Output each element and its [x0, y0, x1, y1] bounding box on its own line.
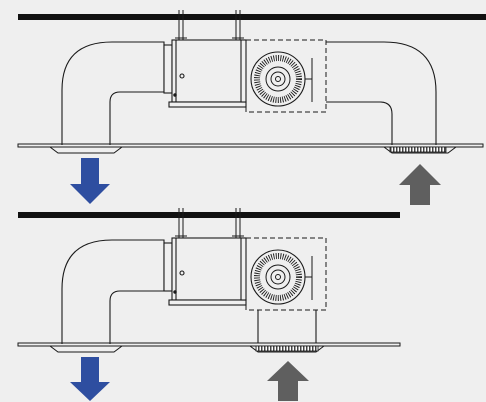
- ceiling-slab: [18, 212, 400, 218]
- arrow-down-icon: [70, 158, 110, 204]
- blower-fan-icon: [250, 249, 313, 305]
- indoor-unit-body: [163, 237, 247, 306]
- arrow-down-icon: [70, 357, 110, 401]
- indoor-unit-body: [163, 39, 247, 108]
- supply-diffuser: [48, 345, 124, 353]
- configuration-bottom-return: [17, 208, 401, 401]
- supply-duct-elbow: [61, 239, 165, 344]
- return-grille: [248, 345, 326, 353]
- blower-housing: [245, 39, 327, 113]
- supply-duct-elbow: [61, 41, 165, 145]
- false-ceiling: [17, 342, 401, 347]
- blower-fan-icon: [250, 51, 313, 107]
- false-ceiling: [17, 143, 484, 148]
- return-plenum: [257, 310, 317, 343]
- hanger-rods: [175, 10, 244, 45]
- supply-diffuser: [48, 146, 124, 154]
- blower-housing: [245, 237, 327, 311]
- configuration-rear-return: [17, 10, 486, 205]
- return-grille: [382, 146, 458, 154]
- return-duct-elbow: [326, 41, 437, 145]
- arrow-up-icon: [399, 164, 441, 205]
- ceiling-slab: [18, 14, 486, 20]
- arrow-up-icon: [267, 361, 309, 401]
